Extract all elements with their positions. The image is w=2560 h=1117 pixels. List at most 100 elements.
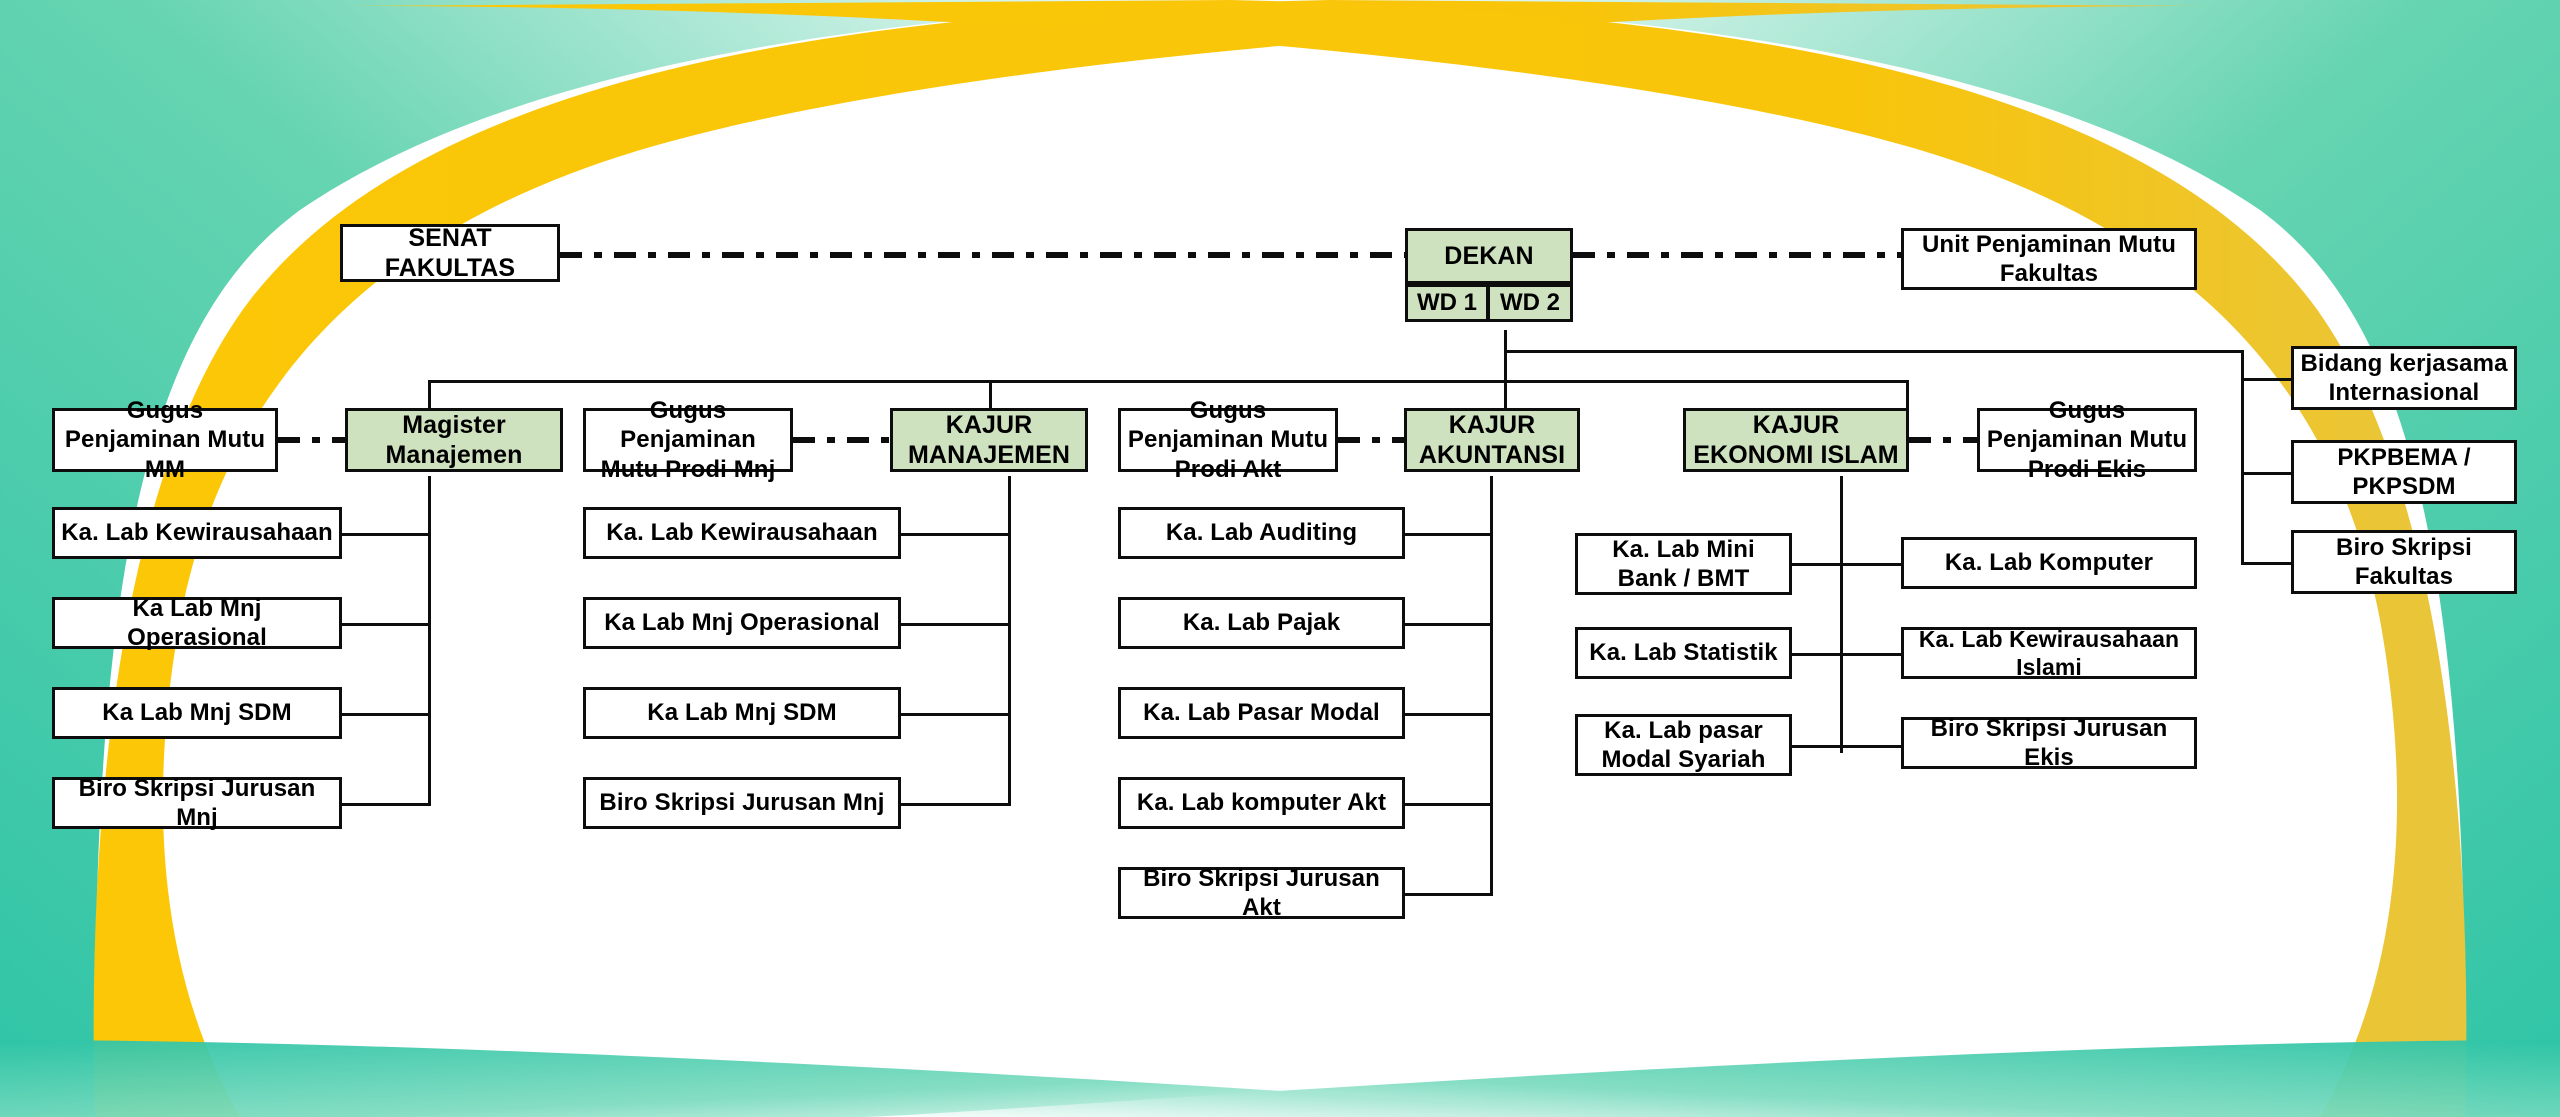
relation-gugus-akt-kajur-akt <box>1338 437 1405 443</box>
node-wd1-label: WD 1 <box>1417 289 1477 316</box>
connector-right-branch-stub-2 <box>2241 472 2291 475</box>
node-ekis-lab-mini-bank-bmt-label: Ka. Lab Mini Bank / BMT <box>1612 535 1755 592</box>
node-senat-fakultas[interactable]: SENAT FAKULTAS <box>340 224 560 282</box>
connector-ekis-left-stub-2 <box>1792 653 1843 656</box>
node-akt-lab-pajak[interactable]: Ka. Lab Pajak <box>1118 597 1405 649</box>
connector-mm-stub-1 <box>341 533 431 536</box>
connector-ekis-right-stub-3 <box>1840 745 1902 748</box>
connector-right-branch-stub-1 <box>2241 378 2291 381</box>
connector-drop-kajur-akt <box>1504 380 1507 426</box>
node-akt-lab-auditing-label: Ka. Lab Auditing <box>1165 519 1358 547</box>
connector-main-bus <box>428 380 1908 383</box>
node-mm-lab-mnj-operasional-label: Ka Lab Mnj Operasional <box>127 594 267 651</box>
node-ekis-lab-statistik-label: Ka. Lab Statistik <box>1589 639 1778 667</box>
connector-ekis-spine <box>1840 476 1843 753</box>
node-mnj-biro-skripsi-jurusan-mnj-label: Biro Skripsi Jurusan Mnj <box>599 789 885 817</box>
connector-drop-kajur-mnj <box>989 380 992 426</box>
node-magister-manajemen[interactable]: Magister Manajemen <box>345 408 563 472</box>
node-mm-biro-skripsi-jurusan-mnj[interactable]: Biro Skripsi Jurusan Mnj <box>52 775 342 831</box>
connector-akt-stub-2 <box>1404 623 1493 626</box>
node-ekis-lab-kewirausahaan-islami[interactable]: Ka. Lab Kewirausahaan Islami <box>1901 626 2197 680</box>
node-dekan[interactable]: DEKAN <box>1405 228 1573 284</box>
node-unit-penjaminan-mutu-fakultas-label: Unit Penjaminan Mutu Fakultas <box>1922 230 2176 287</box>
node-ekis-lab-statistik[interactable]: Ka. Lab Statistik <box>1575 627 1792 679</box>
connector-dekan-to-right-branch <box>1504 350 2244 353</box>
node-mnj-biro-skripsi-jurusan-mnj[interactable]: Biro Skripsi Jurusan Mnj <box>583 777 901 829</box>
node-mnj-lab-kewirausahaan[interactable]: Ka. Lab Kewirausahaan <box>583 507 901 559</box>
connector-mnj-stub-4 <box>900 803 1011 806</box>
node-kajur-ekonomi-islam[interactable]: KAJUR EKONOMI ISLAM <box>1683 408 1909 472</box>
node-ekis-lab-mini-bank-bmt[interactable]: Ka. Lab Mini Bank / BMT <box>1575 533 1792 595</box>
node-dekan-label: DEKAN <box>1444 241 1534 270</box>
node-ekis-lab-pasar-modal-syariah-label: Ka. Lab pasar Modal Syariah <box>1601 716 1766 773</box>
node-kajur-ekonomi-islam-label: KAJUR EKONOMI ISLAM <box>1693 410 1899 470</box>
node-ekis-lab-pasar-modal-syariah[interactable]: Ka. Lab pasar Modal Syariah <box>1575 714 1792 776</box>
relation-gugus-mm-magister <box>278 437 346 443</box>
node-kajur-manajemen[interactable]: KAJUR MANAJEMEN <box>890 408 1088 472</box>
connector-akt-stub-4 <box>1404 803 1493 806</box>
connector-akt-stub-1 <box>1404 533 1493 536</box>
node-gugus-prodi-akt-label: Gugus Penjaminan Mutu Prodi Akt <box>1127 397 1329 483</box>
connector-ekis-left-stub-1 <box>1792 563 1843 566</box>
node-gugus-mm[interactable]: Gugus Penjaminan Mutu MM <box>52 397 278 483</box>
relation-gugus-mnj-kajur-mnj <box>793 437 893 443</box>
connector-mnj-stub-1 <box>900 533 1011 536</box>
node-wd2[interactable]: WD 2 <box>1487 284 1573 322</box>
connector-ekis-left-stub-3 <box>1792 745 1843 748</box>
connector-akt-stub-3 <box>1404 713 1493 716</box>
connector-mm-stub-3 <box>341 713 431 716</box>
node-gugus-prodi-ekis[interactable]: Gugus Penjaminan Mutu Prodi Ekis <box>1977 397 2197 483</box>
node-biro-skripsi-fakultas-label: Biro Skripsi Fakultas <box>2336 533 2472 590</box>
connector-ekis-right-stub-1 <box>1840 563 1902 566</box>
node-gugus-prodi-akt[interactable]: Gugus Penjaminan Mutu Prodi Akt <box>1118 397 1338 483</box>
node-mm-lab-mnj-sdm-label: Ka Lab Mnj SDM <box>102 699 292 727</box>
node-wd2-label: WD 2 <box>1500 289 1560 316</box>
node-senat-fakultas-label: SENAT FAKULTAS <box>384 223 516 283</box>
node-mm-lab-mnj-sdm[interactable]: Ka Lab Mnj SDM <box>52 687 342 739</box>
connector-right-branch-stub-3 <box>2241 562 2291 565</box>
node-akt-lab-pasar-modal[interactable]: Ka. Lab Pasar Modal <box>1118 687 1405 739</box>
node-mnj-lab-mnj-sdm-label: Ka Lab Mnj SDM <box>647 699 837 727</box>
node-akt-lab-komputer-akt[interactable]: Ka. Lab komputer Akt <box>1118 777 1405 829</box>
node-mnj-lab-mnj-operasional[interactable]: Ka Lab Mnj Operasional <box>583 597 901 649</box>
connector-drop-magister <box>428 380 431 426</box>
connector-akt-spine <box>1490 476 1493 893</box>
node-unit-penjaminan-mutu-fakultas[interactable]: Unit Penjaminan Mutu Fakultas <box>1901 228 2197 290</box>
connector-mnj-spine <box>1008 476 1011 803</box>
node-akt-lab-pajak-label: Ka. Lab Pajak <box>1182 609 1341 637</box>
node-magister-manajemen-label: Magister Manajemen <box>385 410 523 470</box>
node-wd1[interactable]: WD 1 <box>1405 284 1489 322</box>
node-mm-lab-kewirausahaan[interactable]: Ka. Lab Kewirausahaan <box>52 507 342 559</box>
connector-mnj-stub-3 <box>900 713 1011 716</box>
relation-kajur-ekis-gugus-ekis <box>1909 437 1977 443</box>
connector-mnj-stub-2 <box>900 623 1011 626</box>
node-mm-lab-mnj-operasional[interactable]: Ka Lab Mnj Operasional <box>52 595 342 651</box>
node-mm-lab-kewirausahaan-label: Ka. Lab Kewirausahaan <box>61 519 333 547</box>
node-pkpbema-pkpsdm[interactable]: PKPBEMA / PKPSDM <box>2291 440 2517 504</box>
node-pkpbema-pkpsdm-label: PKPBEMA / PKPSDM <box>2337 443 2471 500</box>
node-kajur-manajemen-label: KAJUR MANAJEMEN <box>907 410 1071 470</box>
node-biro-skripsi-fakultas[interactable]: Biro Skripsi Fakultas <box>2291 530 2517 594</box>
node-mnj-lab-mnj-sdm[interactable]: Ka Lab Mnj SDM <box>583 687 901 739</box>
node-mnj-lab-kewirausahaan-label: Ka. Lab Kewirausahaan <box>606 519 878 547</box>
node-kajur-akuntansi-label: KAJUR AKUNTANSI <box>1418 410 1566 470</box>
node-gugus-prodi-mnj[interactable]: Gugus Penjaminan Mutu Prodi Mnj <box>583 397 793 483</box>
node-mm-biro-skripsi-jurusan-mnj-label: Biro Skripsi Jurusan Mnj <box>78 774 316 831</box>
node-akt-biro-skripsi-jurusan-akt[interactable]: Biro Skripsi Jurusan Akt <box>1118 865 1405 921</box>
relation-senat-dekan <box>560 252 1405 258</box>
node-kajur-akuntansi[interactable]: KAJUR AKUNTANSI <box>1404 408 1580 472</box>
node-akt-lab-pasar-modal-label: Ka. Lab Pasar Modal <box>1143 699 1380 727</box>
node-ekis-lab-komputer[interactable]: Ka. Lab Komputer <box>1901 537 2197 589</box>
node-ekis-biro-skripsi-jurusan-ekis[interactable]: Biro Skripsi Jurusan Ekis <box>1901 715 2197 771</box>
node-mnj-lab-mnj-operasional-label: Ka Lab Mnj Operasional <box>604 609 880 637</box>
node-akt-biro-skripsi-jurusan-akt-label: Biro Skripsi Jurusan Akt <box>1143 864 1380 921</box>
node-bidang-kerjasama-internasional-label: Bidang kerjasama Internasional <box>2300 349 2508 406</box>
node-gugus-prodi-ekis-label: Gugus Penjaminan Mutu Prodi Ekis <box>1986 397 2188 483</box>
connector-drop-kajur-ekis <box>1906 380 1909 426</box>
node-akt-lab-auditing[interactable]: Ka. Lab Auditing <box>1118 507 1405 559</box>
node-gugus-prodi-mnj-label: Gugus Penjaminan Mutu Prodi Mnj <box>600 397 776 483</box>
node-akt-lab-komputer-akt-label: Ka. Lab komputer Akt <box>1136 789 1387 817</box>
node-bidang-kerjasama-internasional[interactable]: Bidang kerjasama Internasional <box>2291 346 2517 410</box>
node-gugus-mm-label: Gugus Penjaminan Mutu MM <box>64 397 266 483</box>
